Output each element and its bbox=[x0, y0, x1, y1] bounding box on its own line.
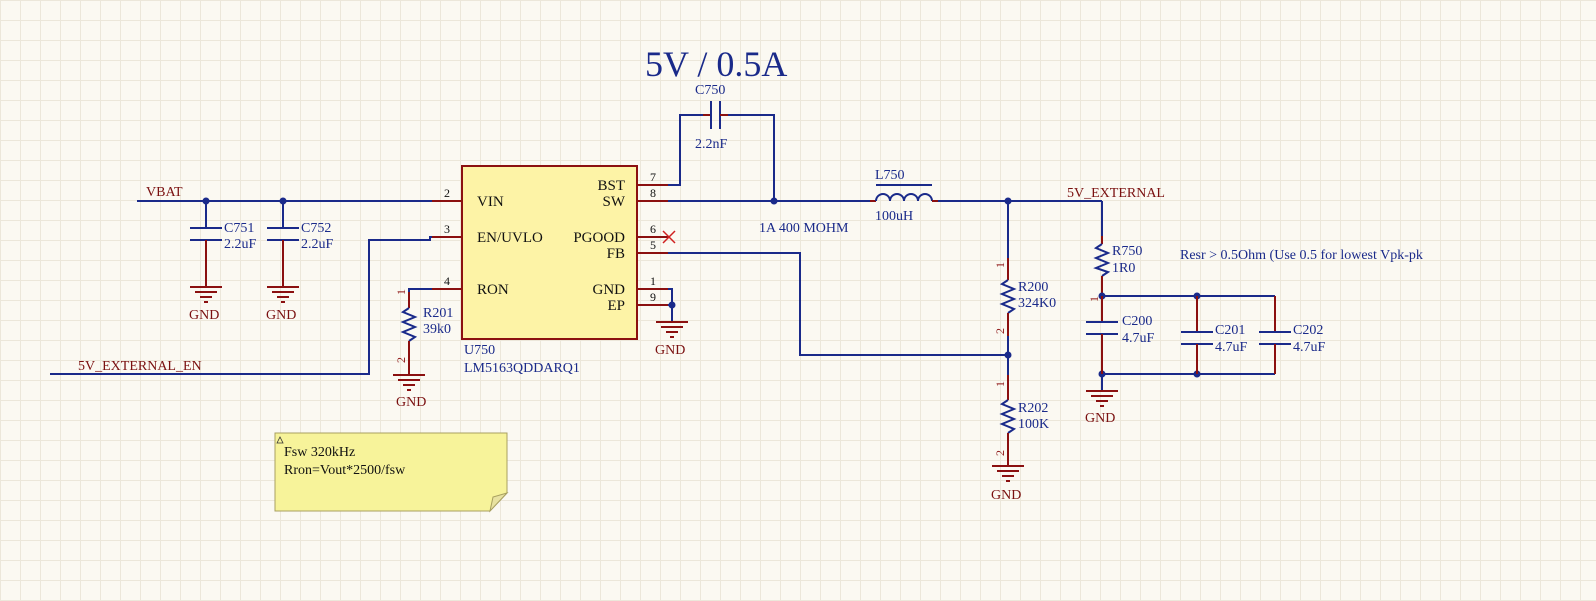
gnd-symbol-c751: GND bbox=[189, 286, 222, 323]
pin-name-ep: EP bbox=[607, 298, 625, 314]
note-line-1: Fsw 320kHz bbox=[284, 445, 355, 460]
pin-name-ron: RON bbox=[477, 282, 509, 298]
ic-designator: U750 bbox=[464, 343, 495, 358]
inductor-l750[interactable]: L750 100uH bbox=[870, 168, 938, 224]
note-line-2: Rron=Vout*2500/fsw bbox=[284, 463, 406, 478]
sticky-note[interactable]: Fsw 320kHz Rron=Vout*2500/fsw bbox=[274, 432, 509, 513]
output-net-label: 5V_EXTERNAL bbox=[1067, 186, 1165, 201]
c201-value: 4.7uF bbox=[1215, 340, 1248, 355]
pin-name-sw: SW bbox=[603, 194, 626, 210]
c201-designator: C201 bbox=[1215, 323, 1245, 338]
pin-name-gnd: GND bbox=[593, 282, 626, 298]
pin-num-pgood: 6 bbox=[650, 222, 656, 236]
r200-designator: R200 bbox=[1018, 280, 1048, 295]
r202-pin1: 1 bbox=[993, 381, 1007, 387]
c750-designator: C750 bbox=[695, 83, 725, 98]
bootstrap-net bbox=[668, 114, 775, 201]
pin-name-bst: BST bbox=[597, 178, 625, 194]
resistor-r750[interactable]: 1 R750 1R0 bbox=[1087, 236, 1142, 302]
r200-pin2: 2 bbox=[993, 328, 1007, 334]
gnd-symbol-ic: GND bbox=[655, 321, 688, 358]
ic-u750[interactable]: VIN EN/UVLO RON BST SW PGOOD FB GND EP 2… bbox=[432, 165, 668, 376]
pin-num-gnd: 1 bbox=[650, 274, 656, 288]
sw-net: 1A 400 MOHM bbox=[668, 197, 870, 236]
c752-value: 2.2uF bbox=[301, 237, 334, 252]
inductor-rating-note: 1A 400 MOHM bbox=[759, 221, 849, 236]
capacitor-c752[interactable]: C752 2.2uF bbox=[267, 201, 334, 286]
pin-num-ron: 4 bbox=[444, 274, 450, 288]
pin-num-ep: 9 bbox=[650, 290, 656, 304]
vbat-net: VBAT bbox=[137, 185, 462, 205]
capacitor-c751[interactable]: C751 2.2uF bbox=[190, 201, 257, 286]
gnd-label-c751: GND bbox=[189, 308, 219, 323]
gnd-symbol-r201: GND bbox=[393, 374, 426, 410]
capacitor-c750[interactable]: C750 2.2nF bbox=[695, 83, 728, 152]
gnd-symbol-r202: GND bbox=[991, 465, 1024, 503]
pin-num-fb: 5 bbox=[650, 238, 656, 252]
c752-designator: C752 bbox=[301, 221, 331, 236]
c751-designator: C751 bbox=[224, 221, 254, 236]
pin-name-vin: VIN bbox=[477, 194, 504, 210]
ic-ground-net bbox=[668, 288, 676, 321]
ic-part-number: LM5163QDDARQ1 bbox=[464, 361, 580, 376]
gnd-symbol-output: GND bbox=[1085, 390, 1118, 426]
resistor-r201[interactable]: 1 2 R201 39k0 bbox=[394, 288, 462, 374]
gnd-label-r201: GND bbox=[396, 395, 426, 410]
pin-name-en-uvlo: EN/UVLO bbox=[477, 230, 543, 246]
capacitor-c200[interactable]: C200 4.7uF bbox=[1086, 296, 1155, 374]
l750-value: 100uH bbox=[875, 209, 913, 224]
l750-designator: L750 bbox=[875, 168, 905, 183]
note-corner-icon bbox=[276, 436, 284, 444]
schematic-title: 5V / 0.5A bbox=[645, 44, 787, 84]
output-net: 5V_EXTERNAL bbox=[938, 186, 1165, 258]
r201-pin1: 1 bbox=[394, 289, 408, 295]
pin-num-sw: 8 bbox=[650, 186, 656, 200]
pin-num-bst: 7 bbox=[650, 170, 656, 184]
gnd-label-ic: GND bbox=[655, 343, 685, 358]
gnd-label-r202: GND bbox=[991, 488, 1021, 503]
c751-value: 2.2uF bbox=[224, 237, 257, 252]
no-connect-marker bbox=[662, 230, 676, 244]
r200-value: 324K0 bbox=[1018, 296, 1056, 311]
pin-num-vin: 2 bbox=[444, 186, 450, 200]
r201-value: 39k0 bbox=[423, 322, 451, 337]
pin-num-en-uvlo: 3 bbox=[444, 222, 450, 236]
r201-pin2: 2 bbox=[394, 357, 408, 363]
feedback-net bbox=[668, 252, 1012, 359]
r202-pin2: 2 bbox=[993, 450, 1007, 456]
esr-note: Resr > 0.5Ohm (Use 0.5 for lowest Vpk-pk bbox=[1180, 248, 1423, 263]
r200-pin1: 1 bbox=[993, 262, 1007, 268]
gnd-symbol-c752: GND bbox=[266, 286, 299, 323]
capacitor-c202[interactable]: C202 4.7uF bbox=[1259, 296, 1326, 374]
enable-net-label: 5V_EXTERNAL_EN bbox=[78, 359, 202, 374]
r202-value: 100K bbox=[1018, 417, 1049, 432]
c200-designator: C200 bbox=[1122, 314, 1152, 329]
resistor-r202[interactable]: 1 2 R202 100K bbox=[993, 355, 1049, 465]
capacitor-c201[interactable]: C201 4.7uF bbox=[1181, 296, 1248, 374]
c202-value: 4.7uF bbox=[1293, 340, 1326, 355]
pin-name-pgood: PGOOD bbox=[573, 230, 625, 246]
enable-net: 5V_EXTERNAL_EN bbox=[50, 236, 462, 375]
resistor-r200[interactable]: 1 2 R200 324K0 bbox=[993, 258, 1056, 364]
r201-designator: R201 bbox=[423, 306, 453, 321]
r750-designator: R750 bbox=[1112, 244, 1142, 259]
gnd-label-c752: GND bbox=[266, 308, 296, 323]
c202-designator: C202 bbox=[1293, 323, 1323, 338]
r750-value: 1R0 bbox=[1112, 261, 1135, 276]
gnd-label-output: GND bbox=[1085, 411, 1115, 426]
r750-pin1: 1 bbox=[1087, 296, 1101, 302]
pin-name-fb: FB bbox=[607, 246, 625, 262]
c200-value: 4.7uF bbox=[1122, 331, 1155, 346]
vbat-net-label: VBAT bbox=[146, 185, 183, 200]
r202-designator: R202 bbox=[1018, 401, 1048, 416]
c750-value: 2.2nF bbox=[695, 137, 728, 152]
